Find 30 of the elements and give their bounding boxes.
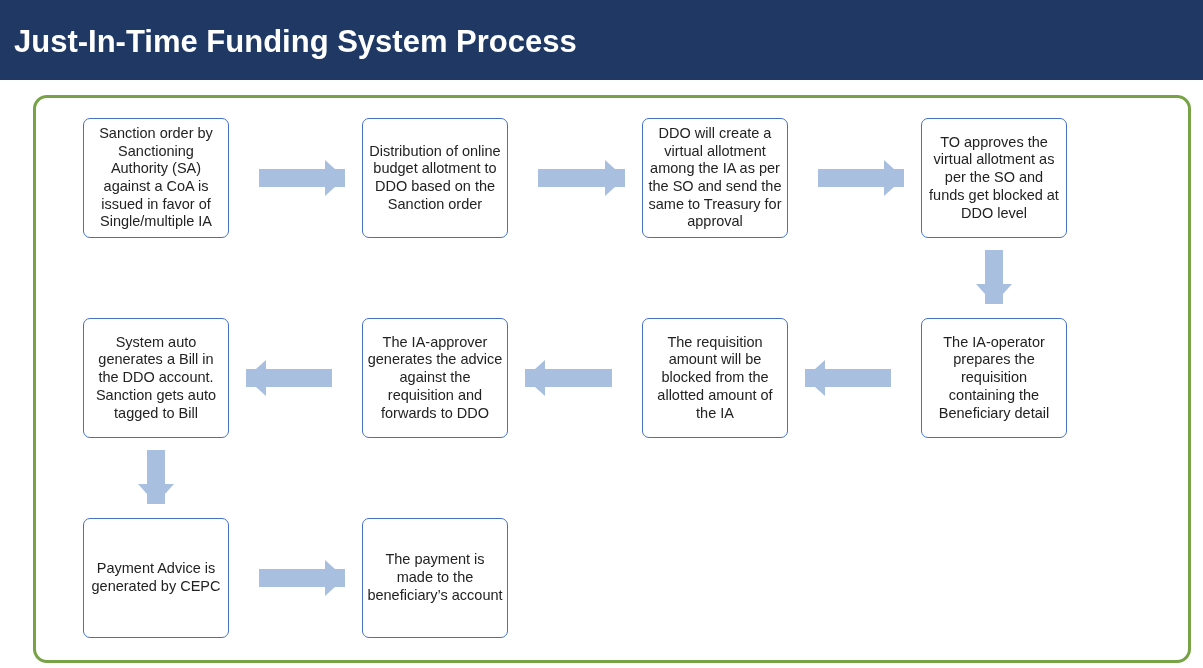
step-text: The IA-operator prepares the requisition containing the Beneficiary detail (937, 333, 1051, 423)
step-text: The IA-approver generates the advice against the requisition and forwards to DDO (367, 333, 503, 423)
process-box (921, 118, 1067, 238)
process-box (83, 118, 229, 238)
step-text: Sanction order by Sanctioning Authority (SA) against a CoA is issued in favor of Single/multiple IA (98, 124, 214, 232)
step-text: Payment Advice is generated by CEPC (90, 560, 222, 596)
title: Just-In-Time Funding System Process (14, 24, 577, 60)
block-arrow (976, 250, 1012, 304)
step-text: DDO will create a virtual allotment among the IA as per the SO and send the same to Treasury for approval (647, 124, 783, 232)
block-arrow (259, 560, 345, 596)
block-arrow (246, 360, 332, 396)
step-text: The requisition amount will be blocked from the allotted amount of the IA (656, 333, 774, 423)
process-box (921, 318, 1067, 438)
block-arrow (138, 450, 174, 504)
step-text: System auto generates a Bill in the DDO account. Sanction gets auto tagged to Bill (94, 333, 218, 423)
block-arrow (818, 160, 904, 196)
process-box (642, 118, 788, 238)
process-box (362, 518, 508, 638)
block-arrow (259, 160, 345, 196)
step-text: Distribution of online budget allotment to DDO based on the Sanction order (368, 142, 502, 214)
step-text: The payment is made to the beneficiary’s account (367, 551, 503, 605)
block-arrow (525, 360, 612, 396)
block-arrow (805, 360, 891, 396)
block-arrow (538, 160, 625, 196)
process-box (642, 318, 788, 438)
step-text: TO approves the virtual allotment as per the SO and funds get blocked at DDO level (928, 133, 1060, 223)
process-box (83, 518, 229, 638)
process-box (362, 318, 508, 438)
process-box (83, 318, 229, 438)
process-box (362, 118, 508, 238)
